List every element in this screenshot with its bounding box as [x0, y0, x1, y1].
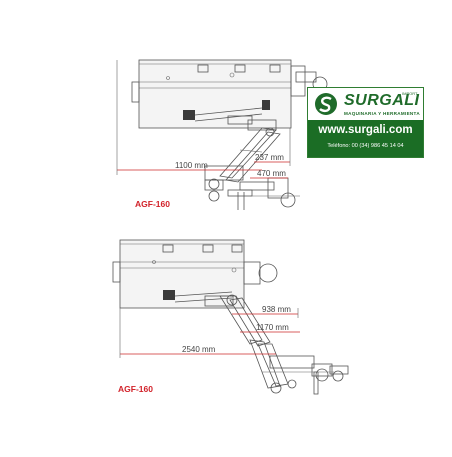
arm-linkage-bottom: [219, 294, 349, 395]
dimension-label: 938 mm: [262, 305, 291, 314]
ad-website: www.surgali.com: [318, 124, 413, 136]
machine-body-top: [131, 59, 328, 129]
surgali-logo-icon: [315, 93, 337, 115]
diagram-bottom: 938 mm 1170 mm 2540 mm AGF-160: [112, 239, 349, 395]
ad-contact-bar: www.surgali.com Teléfono: 00 (34) 986 45…: [308, 120, 423, 157]
ad-logo-area: SURGALI IMPORT MAQUINARIA Y HERRAMIENTA: [308, 88, 423, 120]
surgali-advertisement: SURGALI IMPORT MAQUINARIA Y HERRAMIENTA …: [307, 87, 424, 158]
ad-tagline: MAQUINARIA Y HERRAMIENTA: [344, 111, 420, 116]
diagram-top: 237 mm 1100 mm 470 mm AGF-160: [116, 59, 328, 210]
machine-body-bottom: [112, 239, 278, 309]
dimension-lines-top: [116, 60, 291, 179]
dimension-label: 237 mm: [255, 153, 284, 162]
ad-phone: Teléfono: 00 (34) 986 45 14 04: [327, 143, 404, 149]
dimension-label: 470 mm: [257, 169, 286, 178]
dimension-label: 1100 mm: [175, 161, 208, 170]
ad-brand-name: SURGALI: [344, 92, 420, 109]
dimension-lines-bottom: [119, 308, 300, 358]
model-label: AGF-160: [135, 199, 170, 209]
dimension-label: 1170 mm: [256, 323, 289, 332]
arm-linkage-top: [204, 119, 300, 210]
ad-brand-superscript: IMPORT: [402, 91, 418, 96]
model-label: AGF-160: [118, 384, 153, 394]
dimension-label: 2540 mm: [182, 345, 216, 354]
